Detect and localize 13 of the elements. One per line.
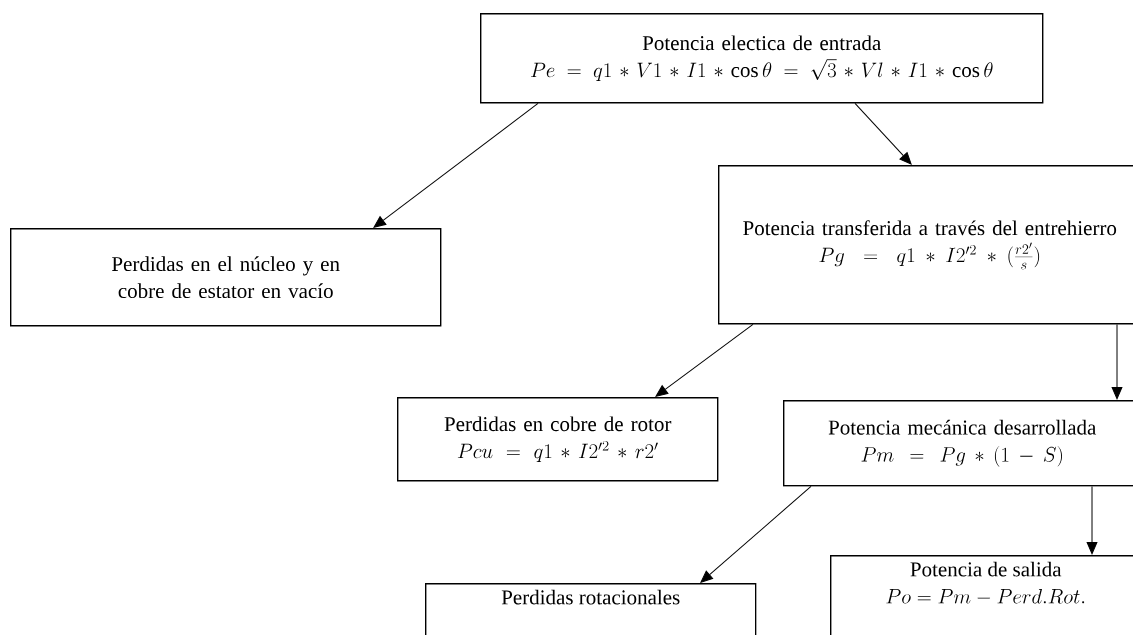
text-box: Perdidas en el núcleo y en cobre de estator en vacío: [10, 228, 442, 327]
text-box: Perdidas en cobre de rotor $Pcu = q1 * I2'^2 * r2'$: [397, 397, 719, 482]
arrow: [655, 323, 754, 397]
text-box: Potencia electica de entrada $Pe = q1 * V1 * I1 * \cos\theta = \sqrt{3} * Vl * I1 * \cos\theta$: [480, 13, 1044, 104]
arrow: [373, 102, 539, 228]
arrow: [1111, 323, 1123, 400]
text-box: Potencia transferida a través del entrehierro $Pg = q1 * I2'^2 * (\frac{r2'}{s})$: [718, 165, 1133, 325]
text-box: Perdidas rotacionales: [425, 583, 757, 635]
arrow: [1086, 485, 1098, 555]
text-box: Potencia mecánica desarrollada $Pm = Pg * (1 - S)$: [783, 400, 1133, 487]
arrow: [700, 485, 812, 583]
text-box: Potencia de salida $Po = Pm - Perd.Rot.$: [830, 555, 1133, 635]
arrow: [854, 102, 912, 165]
